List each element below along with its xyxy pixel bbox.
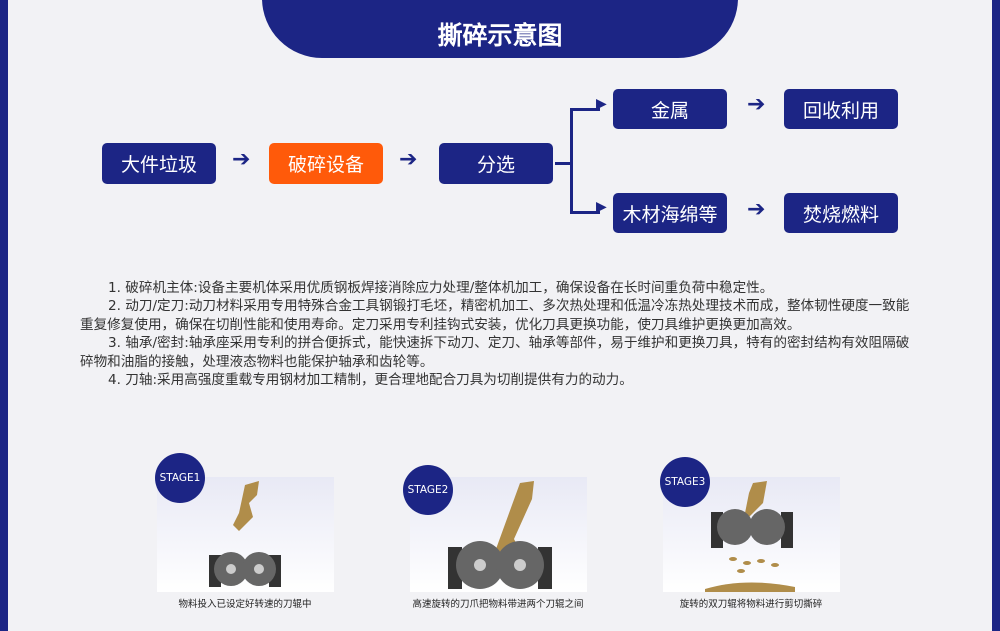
right-border — [992, 0, 1000, 631]
arrow-head-icon: ▶ — [596, 96, 607, 112]
stage3-badge: STAGE3 — [660, 457, 710, 507]
arrow-head-icon: ▶ — [596, 199, 607, 215]
stage1-caption: 物料投入已设定好转速的刀辊中 — [178, 599, 312, 610]
stage1-badge: STAGE1 — [155, 453, 205, 503]
flow-burn: 焚烧燃料 — [784, 193, 898, 233]
arrow-icon: ➔ — [399, 147, 418, 172]
connector-line — [570, 108, 573, 214]
stage2-caption: 高速旋转的刀爪把物料带进两个刀辊之间 — [412, 599, 584, 610]
flow-input: 大件垃圾 — [102, 143, 216, 184]
description-item: 3. 轴承/密封:轴承座采用专利的拼合便拆式，能快速拆下动刀、定刀、轴承等部件，… — [80, 335, 910, 370]
description-item: 2. 动刀/定刀:动刀材料采用专用特殊合金工具钢锻打毛坯，精密机加工、多次热处理… — [80, 298, 910, 333]
connector-line — [570, 211, 600, 214]
left-border — [0, 0, 8, 631]
connector-line — [570, 108, 600, 111]
description-item: 1. 破碎机主体:设备主要机体采用优质钢板焊接消除应力处理/整体机加工，确保设备… — [108, 280, 774, 296]
arrow-icon: ➔ — [232, 147, 251, 172]
arrow-icon: ➔ — [747, 197, 766, 222]
description-item: 4. 刀轴:采用高强度重载专用钢材加工精制，更合理地配合刀具为切削提供有力的动力… — [108, 372, 633, 389]
description: 1. 破碎机主体:设备主要机体采用优质钢板焊接消除应力处理/整体机加工，确保设备… — [80, 279, 922, 389]
stage3-caption: 旋转的双刀辊将物料进行剪切撕碎 — [679, 599, 823, 610]
flow-metal: 金属 — [613, 89, 727, 129]
flow-recycle: 回收利用 — [784, 89, 898, 129]
stage2-badge: STAGE2 — [403, 465, 453, 515]
arrow-icon: ➔ — [747, 92, 766, 117]
flow-wood: 木材海绵等 — [613, 193, 727, 233]
flow-sort: 分选 — [439, 143, 553, 184]
connector-line — [555, 162, 571, 165]
flow-device: 破碎设备 — [269, 143, 383, 184]
page-title: 撕碎示意图 — [262, 0, 738, 58]
